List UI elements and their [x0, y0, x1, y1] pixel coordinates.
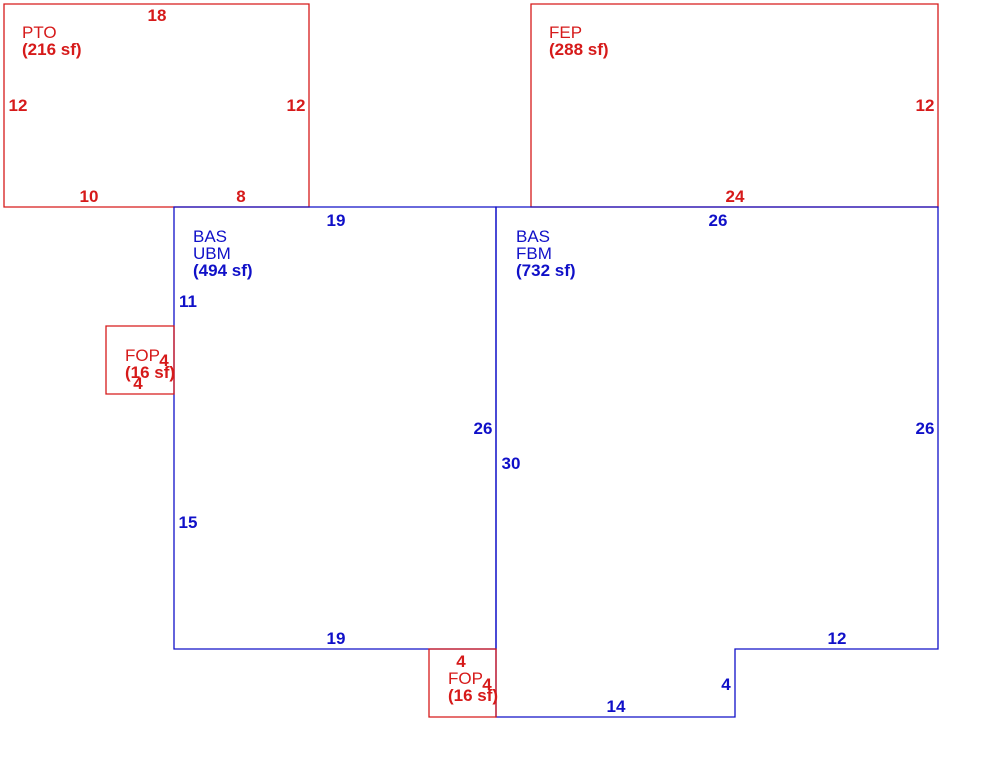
area-subcode: FBM: [516, 244, 552, 263]
area-code: FOP: [125, 346, 160, 365]
bas-fbm-label: BAS FBM (732 sf): [516, 227, 576, 280]
dimension-label: 15: [179, 513, 198, 532]
area-size: (216 sf): [22, 40, 82, 59]
bas-fbm-dimensions: 26 30 26 12 4 14: [502, 211, 935, 716]
dimension-label: 4: [456, 652, 466, 671]
area-size: (494 sf): [193, 261, 253, 280]
dimension-label: 10: [80, 187, 99, 206]
area-code: FEP: [549, 23, 582, 42]
area-size: (16 sf): [125, 363, 175, 382]
fop-bottom-outline: [428, 648, 497, 718]
dimension-label: 4: [482, 675, 492, 694]
dimension-label: 4: [721, 675, 731, 694]
fop-left-outline: [105, 325, 175, 395]
dimension-label: 12: [287, 96, 306, 115]
fep-label: FEP (288 sf): [549, 23, 609, 59]
fep-dimensions: 12 24: [726, 96, 935, 206]
dimension-label: 8: [236, 187, 245, 206]
dimension-label: 12: [916, 96, 935, 115]
fop-bottom-label: FOP (16 sf): [448, 669, 498, 705]
area-code: BAS: [516, 227, 550, 246]
dimension-label: 24: [726, 187, 745, 206]
dimension-label: 19: [327, 211, 346, 230]
bas-ubm-dimensions: 19 11 15 26 19: [179, 211, 493, 648]
area-code: BAS: [193, 227, 227, 246]
dimension-label: 4: [133, 374, 143, 393]
area-size: (732 sf): [516, 261, 576, 280]
fop-left-dimensions: 4 4: [133, 351, 169, 393]
dimension-label: 4: [159, 351, 169, 370]
area-size: (16 sf): [448, 686, 498, 705]
bas-fbm-outline: [495, 206, 939, 718]
dimension-label: 26: [916, 419, 935, 438]
area-code: PTO: [22, 23, 57, 42]
dimension-label: 19: [327, 629, 346, 648]
dimension-label: 26: [474, 419, 493, 438]
fop-bottom-dimensions: 4 4: [456, 652, 492, 694]
dimension-label: 12: [828, 629, 847, 648]
area-size: (288 sf): [549, 40, 609, 59]
dimension-label: 18: [148, 6, 167, 25]
dimension-label: 30: [502, 454, 521, 473]
dimension-label: 11: [179, 292, 197, 311]
dimension-label: 26: [709, 211, 728, 230]
area-code: FOP: [448, 669, 483, 688]
area-subcode: UBM: [193, 244, 231, 263]
fep-outline: [530, 3, 939, 208]
pto-dimensions: 18 12 12 10 8: [9, 6, 306, 206]
dimension-label: 12: [9, 96, 28, 115]
bas-ubm-label: BAS UBM (494 sf): [193, 227, 253, 280]
fop-left-label: FOP (16 sf): [125, 346, 175, 382]
pto-label: PTO (216 sf): [22, 23, 82, 59]
dimension-label: 14: [607, 697, 626, 716]
